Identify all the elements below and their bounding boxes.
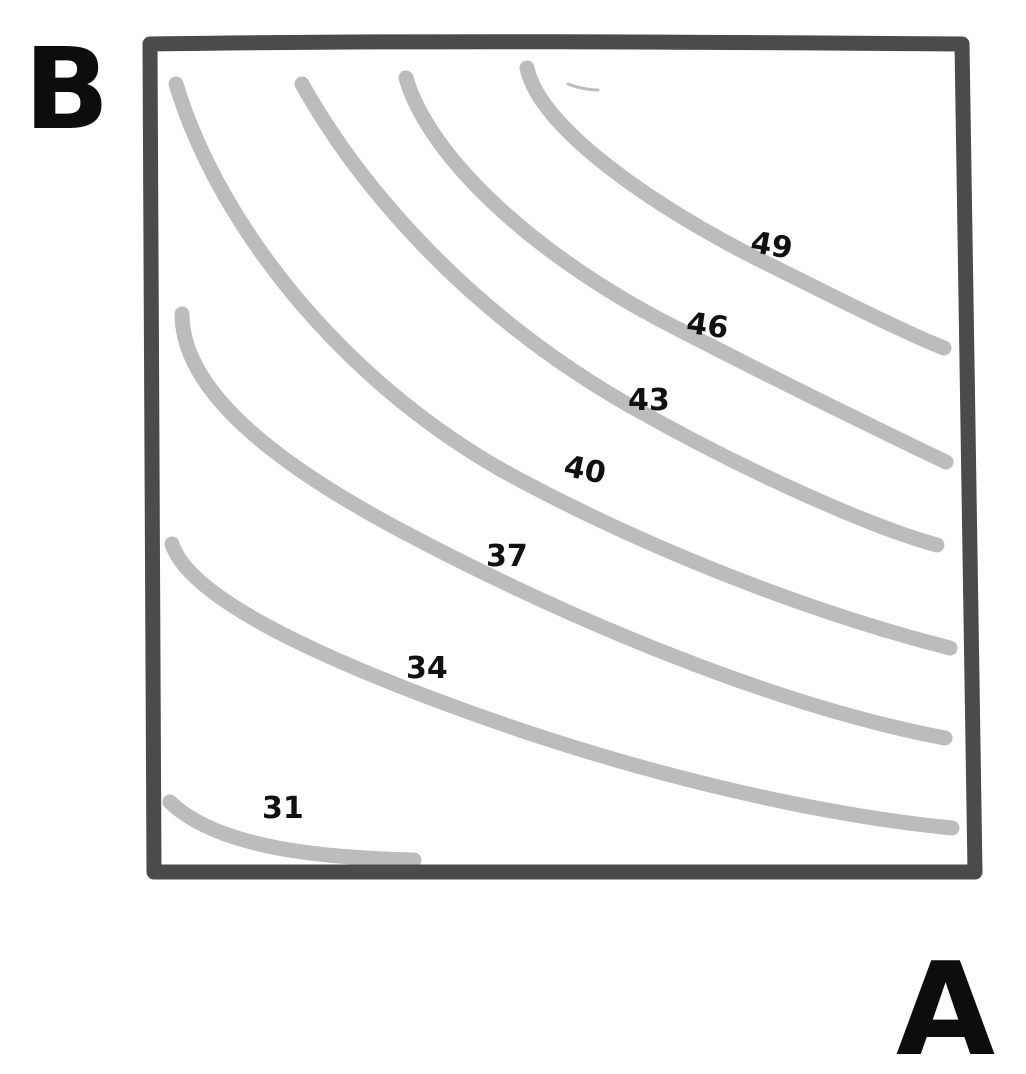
contour-lines [162, 60, 960, 868]
contour-value-46: 46 [684, 306, 730, 346]
contour-value-49: 49 [748, 225, 795, 267]
x-axis-label: A [896, 936, 995, 1074]
y-axis-label: B [24, 25, 109, 155]
contour-value-31: 31 [262, 791, 304, 826]
contour-line-46 [398, 70, 954, 470]
contour-line-37 [174, 306, 953, 746]
contour-values: 31 34 37 40 43 46 49 [262, 225, 795, 826]
contour-value-43: 43 [628, 383, 670, 418]
contour-line-34 [164, 536, 960, 836]
contour-line-49 [519, 60, 952, 356]
contour-line-40 [168, 76, 958, 656]
contour-value-34: 34 [406, 651, 448, 686]
contour-line-43 [294, 76, 945, 553]
stray-stroke [566, 82, 600, 92]
contour-value-37: 37 [486, 539, 528, 574]
contour-value-40: 40 [561, 449, 609, 492]
contour-line-31 [162, 794, 422, 868]
plot-frame [142, 34, 983, 880]
